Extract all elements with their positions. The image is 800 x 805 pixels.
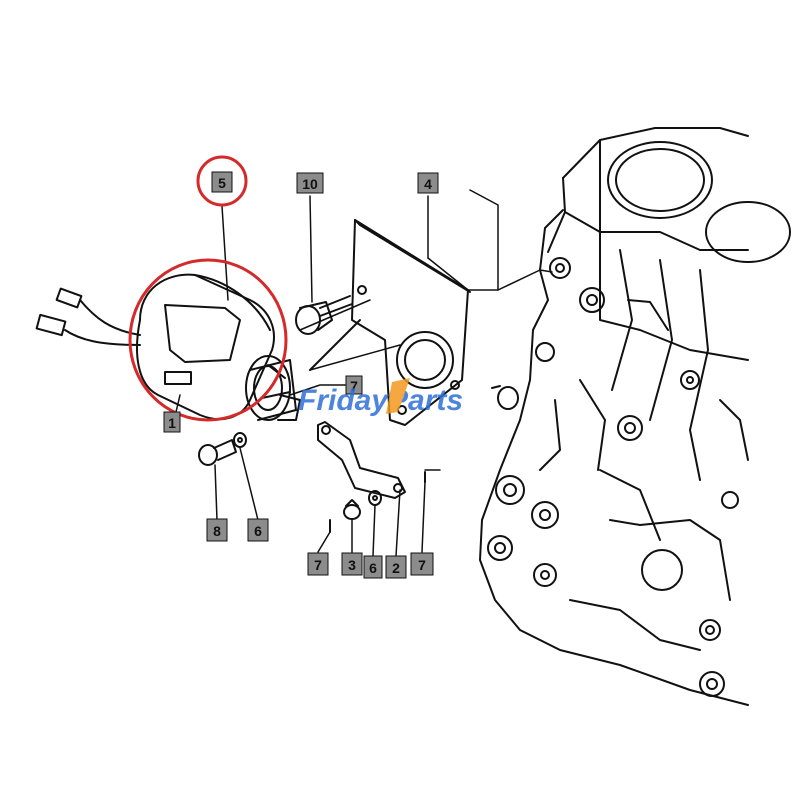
highlight-circle-label-5 bbox=[196, 155, 248, 207]
part-label-5: 5 bbox=[211, 171, 233, 193]
svg-text:FridayParts: FridayParts bbox=[298, 384, 463, 417]
part-label-10: 10 bbox=[296, 172, 324, 194]
part-label-1: 1 bbox=[163, 411, 181, 433]
bolt-8-part bbox=[198, 432, 247, 466]
part-label-7-left-text: 7 bbox=[314, 557, 322, 573]
part-label-1-text: 1 bbox=[168, 415, 176, 431]
lever-part bbox=[317, 421, 406, 499]
part-label-7-right: 7 bbox=[410, 552, 434, 576]
part-label-2: 2 bbox=[385, 555, 407, 579]
part-labels: 5 10 4 1 7 8 6 7 bbox=[163, 171, 439, 579]
part-label-4-text: 4 bbox=[424, 176, 432, 192]
part-label-6-left-text: 6 bbox=[254, 523, 262, 539]
part-label-8-text: 8 bbox=[213, 523, 221, 539]
part-label-7-left: 7 bbox=[307, 552, 329, 576]
part-label-4: 4 bbox=[417, 172, 439, 194]
highlight-circle-solenoid bbox=[128, 258, 288, 422]
part-label-3: 3 bbox=[341, 552, 363, 576]
nut-3-part bbox=[343, 490, 382, 520]
stop-solenoid-part bbox=[35, 273, 301, 421]
part-label-8: 8 bbox=[206, 518, 228, 542]
part-label-6-right: 6 bbox=[363, 555, 383, 579]
part-label-5-text: 5 bbox=[218, 175, 226, 191]
part-label-2-text: 2 bbox=[392, 560, 400, 576]
part-label-6-left: 6 bbox=[247, 518, 269, 542]
watermark-swoosh-icon bbox=[386, 378, 410, 414]
engine-block bbox=[479, 127, 791, 706]
watermark-part1: Friday bbox=[298, 384, 389, 417]
watermark: FridayParts bbox=[298, 378, 463, 417]
part-label-7-top: 7 bbox=[345, 375, 363, 395]
part-label-3-text: 3 bbox=[348, 557, 356, 573]
leader-lines bbox=[175, 189, 553, 557]
part-label-7-top-text: 7 bbox=[350, 378, 358, 394]
bolt-10-part bbox=[295, 295, 353, 335]
part-label-10-text: 10 bbox=[302, 176, 318, 192]
bracket-part bbox=[309, 219, 471, 426]
part-label-7-right-text: 7 bbox=[418, 557, 426, 573]
bracket-bolt-part bbox=[491, 385, 519, 410]
part-label-6-right-text: 6 bbox=[369, 560, 377, 576]
